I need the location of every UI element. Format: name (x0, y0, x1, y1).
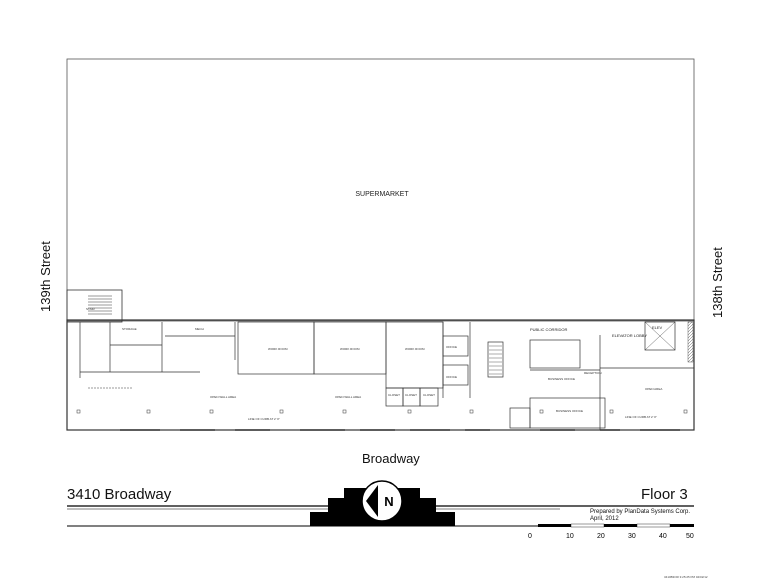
curb-note-1: LINE OF CURB AT 2' 0" (248, 417, 280, 421)
room-label-office-1: OFFICE (446, 345, 457, 349)
room-label-work-2: WORK ROOM (340, 347, 360, 351)
room-label-reception: RECEPTION (584, 371, 602, 375)
room-label-elevator-lobby: ELEVATOR LOBBY (612, 333, 647, 338)
scale-tick-10: 10 (566, 533, 574, 540)
column-markers (76, 409, 688, 414)
room-label-storage: STORAGE (122, 327, 137, 331)
stair-block (66, 289, 123, 323)
supermarket-outline (66, 58, 695, 322)
curb-note-2: LINE OF CURB AT 2' 0" (625, 415, 657, 419)
scale-bar (538, 523, 694, 528)
file-stamp: 3410B3OR 3:25:25 PM 04/02/12 (664, 575, 708, 579)
room-label-closet-3: CLOSET (423, 393, 435, 397)
north-letter: N (384, 494, 393, 509)
room-label-closet-2: CLOSET (405, 393, 417, 397)
scale-tick-40: 40 (659, 533, 667, 540)
scale-tick-30: 30 (628, 533, 636, 540)
prepared-date: April, 2012 (590, 516, 619, 522)
room-label-work-3: WORK ROOM (405, 347, 425, 351)
room-label-open-area: OPEN AREA (645, 387, 662, 391)
room-label-mech: MECH (195, 327, 204, 331)
partitions (79, 321, 694, 430)
address-title: 3410 Broadway (67, 486, 172, 503)
stair-treads (88, 295, 112, 315)
room-label-office-2: OFFICE (446, 375, 457, 379)
scale-tick-50: 50 (686, 533, 694, 540)
street-label-south: Broadway (362, 451, 420, 466)
north-arrow-icon (366, 485, 378, 517)
scale-tick-0: 0 (528, 533, 532, 540)
core-stair-treads (489, 345, 502, 375)
room-label-public-corridor: PUBLIC CORRIDOR (530, 327, 567, 332)
room-label-work-1: WORK ROOM (268, 347, 288, 351)
room-label-open-wall-2: OPEN WALL AREA (335, 395, 361, 399)
street-label-west: 139th Street (38, 241, 53, 312)
room-label-closet-1: CLOSET (388, 393, 400, 397)
room-label-business-office-2: BUSINESS OFFICE (556, 409, 583, 413)
room-label-elev: ELEV (652, 325, 663, 330)
floor-3-plan (66, 289, 695, 431)
north-arrow-circle (361, 480, 403, 522)
room-label-open-wall-1: OPEN WALL AREA (210, 395, 236, 399)
scale-tick-20: 20 (597, 533, 605, 540)
street-label-east: 138th Street (710, 247, 725, 318)
prepared-by: Prepared by PlanData Systems Corp. (590, 509, 691, 515)
room-label-business-office: BUSINESS OFFICE (548, 377, 575, 381)
supermarket-label: SUPERMARKET (355, 191, 409, 198)
floor-title: Floor 3 (641, 486, 688, 503)
room-label-stair: STAIR (86, 307, 95, 311)
